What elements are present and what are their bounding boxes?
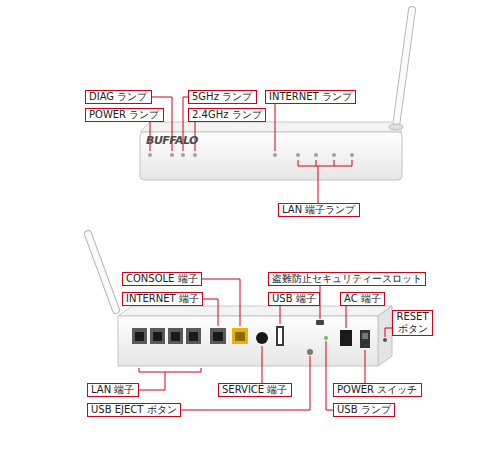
callout-box: POWER スイッチ — [333, 383, 422, 397]
console-port — [232, 328, 248, 344]
callout-label: POWER スイッチ — [337, 384, 417, 396]
lan-ports — [135, 332, 144, 341]
router-back — [118, 316, 378, 366]
leader-lines — [262, 346, 263, 387]
led — [296, 153, 300, 157]
leader-lines — [318, 166, 319, 206]
led — [193, 153, 197, 157]
router-front — [140, 132, 402, 180]
callout-box: CONSOLE 端子 — [122, 272, 202, 286]
usb-port — [278, 328, 282, 344]
leader-lines — [275, 100, 276, 151]
brand-logo: BUFFALO — [146, 134, 198, 147]
callout-label: RESET ボタン — [396, 311, 429, 335]
usb-port — [276, 326, 284, 346]
callout-box: USB 端子 — [268, 292, 320, 306]
power-switch — [360, 330, 370, 348]
callout-label: POWER ランプ — [89, 109, 159, 121]
callout-box: 盗難防止セキュリティースロット — [268, 272, 426, 286]
led — [170, 153, 174, 157]
lan-ports — [186, 328, 201, 344]
callout-box: POWER ランプ — [85, 108, 164, 122]
callout-label: DIAG ランプ — [89, 91, 147, 103]
router-front — [396, 10, 412, 126]
internet-port — [213, 332, 223, 341]
leader-lines — [316, 160, 317, 166]
callout-label: USB EJECT ボタン — [91, 404, 177, 416]
led — [148, 153, 354, 157]
callout-box: 2.4GHz ランプ — [188, 108, 266, 122]
reset-hole — [383, 338, 387, 342]
callout-label: SERVICE 端子 — [222, 384, 287, 396]
usb-lamp — [324, 336, 328, 340]
router-back — [88, 234, 116, 310]
leader-lines — [160, 356, 310, 410]
callout-label: USB ランプ — [337, 404, 391, 416]
router-back — [88, 234, 116, 310]
callout-label: CONSOLE 端子 — [126, 273, 198, 285]
callout-box: USB ランプ — [333, 403, 395, 417]
leader-lines — [326, 341, 340, 410]
led — [314, 153, 318, 157]
callout-box: LAN 端子ランプ — [278, 203, 360, 217]
eject-button — [307, 349, 313, 355]
led — [273, 153, 277, 157]
callout-box: AC 端子 — [340, 292, 385, 306]
callout-label: LAN 端子 — [91, 384, 134, 396]
lan-ports — [132, 328, 147, 344]
led — [350, 153, 354, 157]
ac-port — [340, 330, 352, 346]
router-back — [88, 234, 392, 366]
service-port — [256, 332, 268, 344]
callout-box: USB EJECT ボタン — [87, 403, 181, 417]
lan-ports — [189, 332, 198, 341]
led — [181, 153, 185, 157]
led — [148, 153, 152, 157]
power-switch — [362, 333, 368, 339]
callout-box: 5GHz ランプ — [188, 90, 257, 104]
console-port — [235, 332, 245, 341]
callout-label: LAN 端子ランプ — [282, 204, 355, 216]
callout-label: USB 端子 — [272, 293, 316, 305]
leader-lines — [334, 160, 335, 166]
callout-box: LAN 端子 — [87, 383, 139, 397]
leader-lines — [365, 350, 366, 387]
callout-label: INTERNET 端子 — [126, 293, 199, 305]
led — [332, 153, 336, 157]
router-front — [140, 122, 402, 132]
leader-lines — [128, 97, 396, 410]
callout-label: 盗難防止セキュリティースロット — [272, 273, 422, 285]
lan-ports — [153, 332, 162, 341]
internet-port — [210, 328, 226, 344]
callout-box: DIAG ランプ — [85, 90, 152, 104]
callout-box: INTERNET ランプ — [265, 90, 356, 104]
router-front — [389, 124, 403, 130]
router-front — [140, 10, 412, 180]
callout-box: INTERNET 端子 — [122, 292, 203, 306]
security-slot — [316, 320, 324, 325]
lan-ports — [132, 328, 201, 344]
callout-label: AC 端子 — [344, 293, 381, 305]
callout-box: RESET ボタン — [392, 310, 433, 336]
lan-ports — [171, 332, 180, 341]
router-back — [118, 306, 392, 316]
lan-ports — [150, 328, 165, 344]
callout-label: INTERNET ランプ — [269, 91, 352, 103]
callout-label: 2.4GHz ランプ — [192, 109, 262, 121]
callout-box: SERVICE 端子 — [218, 383, 292, 397]
router-front — [396, 10, 412, 126]
leader-lines — [298, 160, 352, 166]
leader-lines — [139, 368, 201, 372]
callout-label: 5GHz ランプ — [192, 91, 252, 103]
lan-ports — [168, 328, 183, 344]
